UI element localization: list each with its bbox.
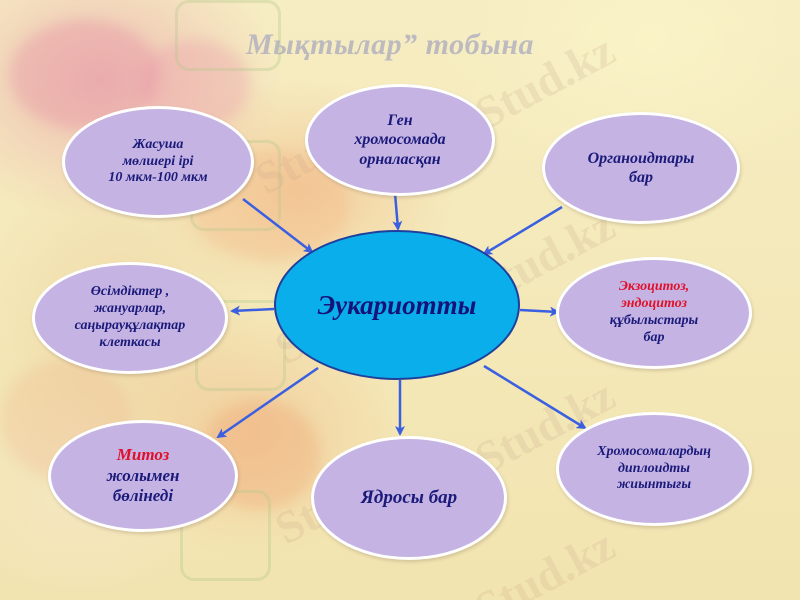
node-line: Ядросы бар (360, 486, 458, 508)
slide-title: Мықтылар” тобына (245, 28, 535, 61)
node-line-highlight: эндоцитоз (620, 296, 688, 312)
node-nucleus: Ядросы бар (311, 436, 507, 560)
node-exocytosis: Экзоцитоз, эндоцитоз құбылыстары бар (556, 257, 752, 369)
node-line: саңырауқұлақтар (74, 318, 186, 333)
node-line: бар (643, 329, 665, 345)
node-line-highlight: Митоз (116, 445, 170, 465)
arrow-organelles-to-center (482, 205, 563, 256)
node-cell-types: Өсімдіктер , жануарлар, саңырауқұлақтар … (32, 262, 228, 374)
arrow-center-to-mitosis (216, 366, 319, 439)
node-line: 10 мкм-100 мкм (108, 170, 208, 186)
node-gene-location: Ген хромосомада орналасқан (305, 84, 495, 196)
node-line: жиынтығы (616, 477, 692, 493)
arrow-center-to-diploid (483, 364, 587, 430)
node-line: жолымен (106, 465, 180, 485)
node-line-highlight: Экзоцитоз, (618, 279, 690, 295)
node-line: хромосомада (354, 131, 446, 149)
center-node-eukaryotes: Эукариотты (274, 230, 520, 380)
arrow-center-to-cells (230, 305, 275, 316)
node-line: жануарлар, (93, 301, 167, 317)
node-cell-size: Жасуша мөлшері ірі 10 мкм-100 мкм (62, 106, 254, 218)
node-line: Өсімдіктер , (90, 284, 170, 300)
node-line: клеткасы (99, 334, 161, 350)
node-line: бар (629, 169, 653, 186)
node-diploid: Хромосомалардың диплоидты жиынтығы (556, 412, 752, 526)
node-line: құбылыстары (609, 313, 699, 328)
node-line: Ген (387, 112, 413, 130)
node-line: Органоидтары (587, 149, 695, 167)
arrow-center-to-exo (519, 306, 560, 317)
node-line: Хромосомалардың (597, 443, 711, 459)
node-mitosis: Митоз жолымен бөлінеді (48, 420, 238, 532)
node-line: мөлшері ірі (122, 153, 194, 169)
node-line: Жасуша (132, 136, 184, 152)
arrow-size-to-center (242, 198, 314, 254)
center-label: Эукариотты (317, 289, 477, 320)
node-line: диплоидты (617, 460, 691, 476)
node-organelles: Органоидтары бар (542, 112, 740, 224)
node-line: бөлінеді (112, 486, 174, 506)
node-line: орналасқан (359, 150, 441, 168)
arrow-gene-to-center (392, 192, 403, 231)
